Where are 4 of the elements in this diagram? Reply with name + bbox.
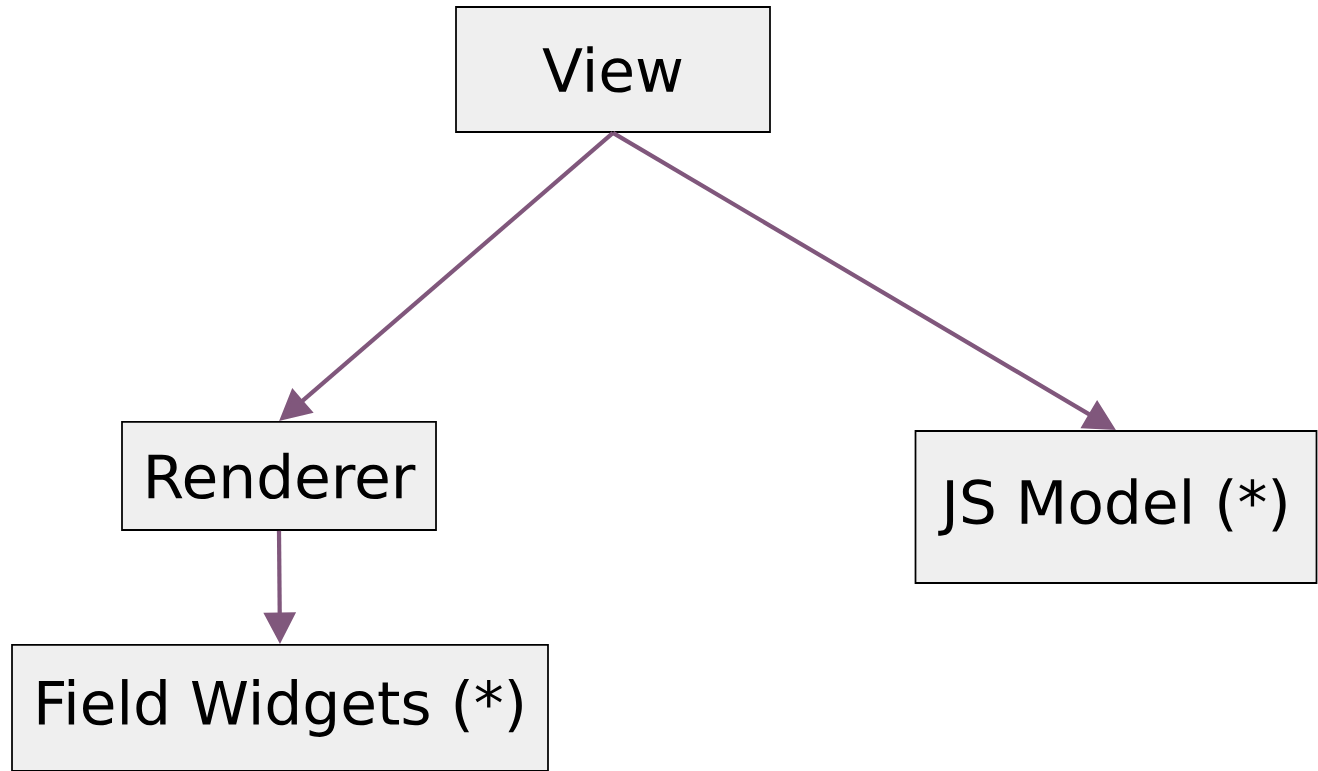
component-box: Field Widgets (*) xyxy=(11,644,549,771)
component-box: Renderer xyxy=(121,421,437,531)
component-box: View xyxy=(455,6,771,133)
component-box: JS Model (*) xyxy=(914,430,1318,584)
